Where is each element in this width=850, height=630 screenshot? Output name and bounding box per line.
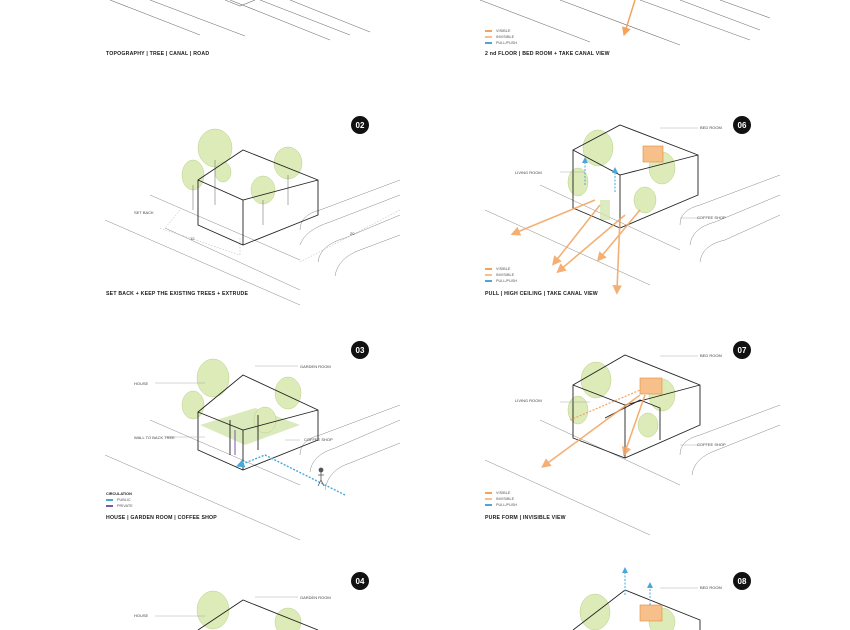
garden-room-label: GARDEN ROOM (300, 595, 331, 600)
panel-05-caption: 2 nd FLOOR | BED ROOM + TAKE CANAL VIEW (485, 51, 610, 57)
legend-pullpush: PULL/PUSH (485, 278, 517, 284)
panel-01-caption: TOPOGRAPHY | TREE | CANAL | ROAD (106, 51, 210, 57)
legend-invisible: INVISIBLE (485, 272, 517, 278)
panel-05-drawing (479, 0, 771, 46)
panel-03-drawing (104, 358, 401, 541)
setback-label: SET BACK (134, 210, 154, 215)
panel-07-caption: PURE FORM | INVISIBLE VIEW (485, 515, 566, 521)
panel-07-legend: VISIBLE INVISIBLE PULL/PUSH (485, 490, 517, 508)
bedroom-label: BED ROOM (700, 353, 722, 358)
legend-invisible: INVISIBLE (485, 496, 517, 502)
panel-06-legend: VISIBLE INVISIBLE PULL/PUSH (485, 266, 517, 284)
dimension-12: 12 (190, 236, 195, 241)
legend-visible: VISIBLE (485, 490, 517, 496)
legend-visible: VISIBLE (485, 266, 517, 272)
panel-05-arrow (622, 0, 636, 37)
bedroom-label: BED ROOM (700, 125, 722, 130)
panel-03-legend: CIRCULATION PUBLIC PRIVATE (106, 492, 133, 509)
coffee-shop-label: COFFEE SHOP (304, 437, 333, 442)
legend-public: PUBLIC (106, 497, 133, 503)
wall-label: WALL TO BACK TREE (134, 435, 175, 440)
legend-pullpush: PULL/PUSH (485, 502, 517, 508)
panel-04-drawing (155, 590, 319, 630)
house-label: HOUSE (134, 613, 149, 618)
panel-06-drawing (484, 124, 781, 295)
living-room-label: LIVING ROOM (515, 170, 542, 175)
panel-05-legend: VISIBLE INVISIBLE PULL/PUSH (485, 28, 517, 46)
legend-visible: VISIBLE (485, 28, 517, 34)
garden-room-label: GARDEN ROOM (300, 364, 331, 369)
panel-03-caption: HOUSE | GARDEN ROOM | COFFEE SHOP (106, 515, 217, 521)
dimension-20: 20 (350, 231, 355, 236)
panel-06-caption: PULL | HIGH CEILING | TAKE CANAL VIEW (485, 291, 598, 297)
panel-07-number: 07 (733, 341, 751, 359)
panel-01-drawing (109, 0, 371, 41)
panel-03-number: 03 (351, 341, 369, 359)
panel-02-drawing (104, 128, 401, 306)
panel-04-number: 04 (351, 572, 369, 590)
legend-title: CIRCULATION (106, 492, 132, 496)
panel-02-caption: SET BACK + KEEP THE EXISTING TREES + EXT… (106, 291, 249, 297)
panel-07-drawing (484, 354, 781, 536)
legend-invisible: INVISIBLE (485, 34, 517, 40)
coffee-shop-label: COFFEE SHOP (697, 442, 726, 447)
panel-02-number: 02 (351, 116, 369, 134)
living-room-label: LIVING ROOM (515, 398, 542, 403)
panel-08-drawing (572, 567, 701, 630)
coffee-shop-label: COFFEE SHOP (697, 215, 726, 220)
legend-private: PRIVATE (106, 503, 133, 509)
panel-08-number: 08 (733, 572, 751, 590)
panel-06-number: 06 (733, 116, 751, 134)
legend-pullpush: PULL/PUSH (485, 40, 517, 46)
bedroom-label: BED ROOM (700, 585, 722, 590)
person-icon (317, 467, 325, 487)
house-label: HOUSE (134, 381, 149, 386)
